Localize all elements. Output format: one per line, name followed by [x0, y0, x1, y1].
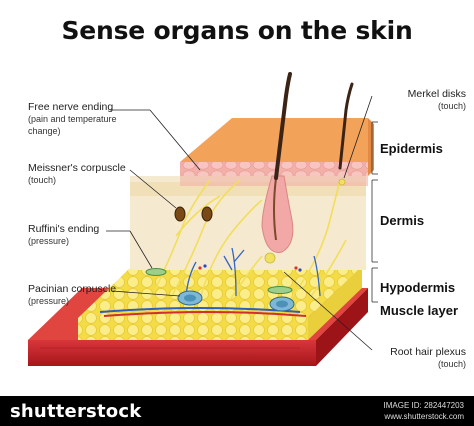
- pacinian-corpuscle: [177, 290, 295, 312]
- label-merkel-detail: (touch): [437, 101, 466, 111]
- label-root-hair-plexus: Root hair plexus (touch): [366, 346, 466, 370]
- layer-label-muscle: Muscle layer: [380, 303, 459, 318]
- footer-brand: shutterstock: [10, 401, 142, 422]
- label-ruffini-detail: (pressure): [28, 236, 70, 246]
- label-free-nerve-ending-title: Free nerve ending: [28, 101, 114, 113]
- layer-brackets: [371, 121, 378, 303]
- label-pacinian-detail: (pressure): [28, 296, 70, 306]
- skin-cross-section-diagram: [28, 72, 378, 366]
- layer-label-epidermis: Epidermis: [380, 141, 443, 156]
- label-ruffini-title: Ruffini's ending: [28, 223, 100, 235]
- label-merkel-disks: Merkel disks (touch): [376, 88, 466, 112]
- footer-site: www.shutterstock.com: [384, 412, 464, 421]
- layer-label-dermis: Dermis: [380, 213, 425, 228]
- layer-label-hypodermis: Hypodermis: [380, 280, 456, 295]
- meissner-corpuscles: [174, 206, 213, 222]
- nerve-fibres: [149, 179, 347, 301]
- footer-image-id: IMAGE ID: 282447203: [383, 401, 465, 410]
- label-merkel-title: Merkel disks: [407, 88, 466, 100]
- label-free-nerve-ending-detail: (pain and temperature change): [28, 114, 117, 136]
- label-ruffini-ending: Ruffini's ending (pressure): [28, 223, 99, 247]
- label-free-nerve-ending: Free nerve ending (pain and temperature …: [28, 101, 138, 137]
- label-root-hair-detail: (touch): [437, 359, 466, 369]
- ruffini-ending: [145, 268, 293, 294]
- label-meissner-corpuscle: Meissner's corpuscle (touch): [28, 162, 126, 186]
- merkel-disk: [338, 178, 346, 186]
- label-meissner-title: Meissner's corpuscle: [28, 162, 126, 174]
- page-title: Sense organs on the skin: [61, 16, 413, 45]
- leader-lines: [106, 95, 373, 351]
- blood-cells: [198, 264, 302, 272]
- label-pacinian-corpuscle: Pacinian corpuscle (pressure): [28, 283, 116, 307]
- footer-bar: shutterstock IMAGE ID: 282447203 www.shu…: [0, 396, 474, 426]
- label-meissner-detail: (touch): [28, 175, 57, 185]
- label-pacinian-title: Pacinian corpuscle: [28, 283, 117, 295]
- hair-follicle: [261, 72, 354, 264]
- label-root-hair-title: Root hair plexus: [390, 346, 466, 358]
